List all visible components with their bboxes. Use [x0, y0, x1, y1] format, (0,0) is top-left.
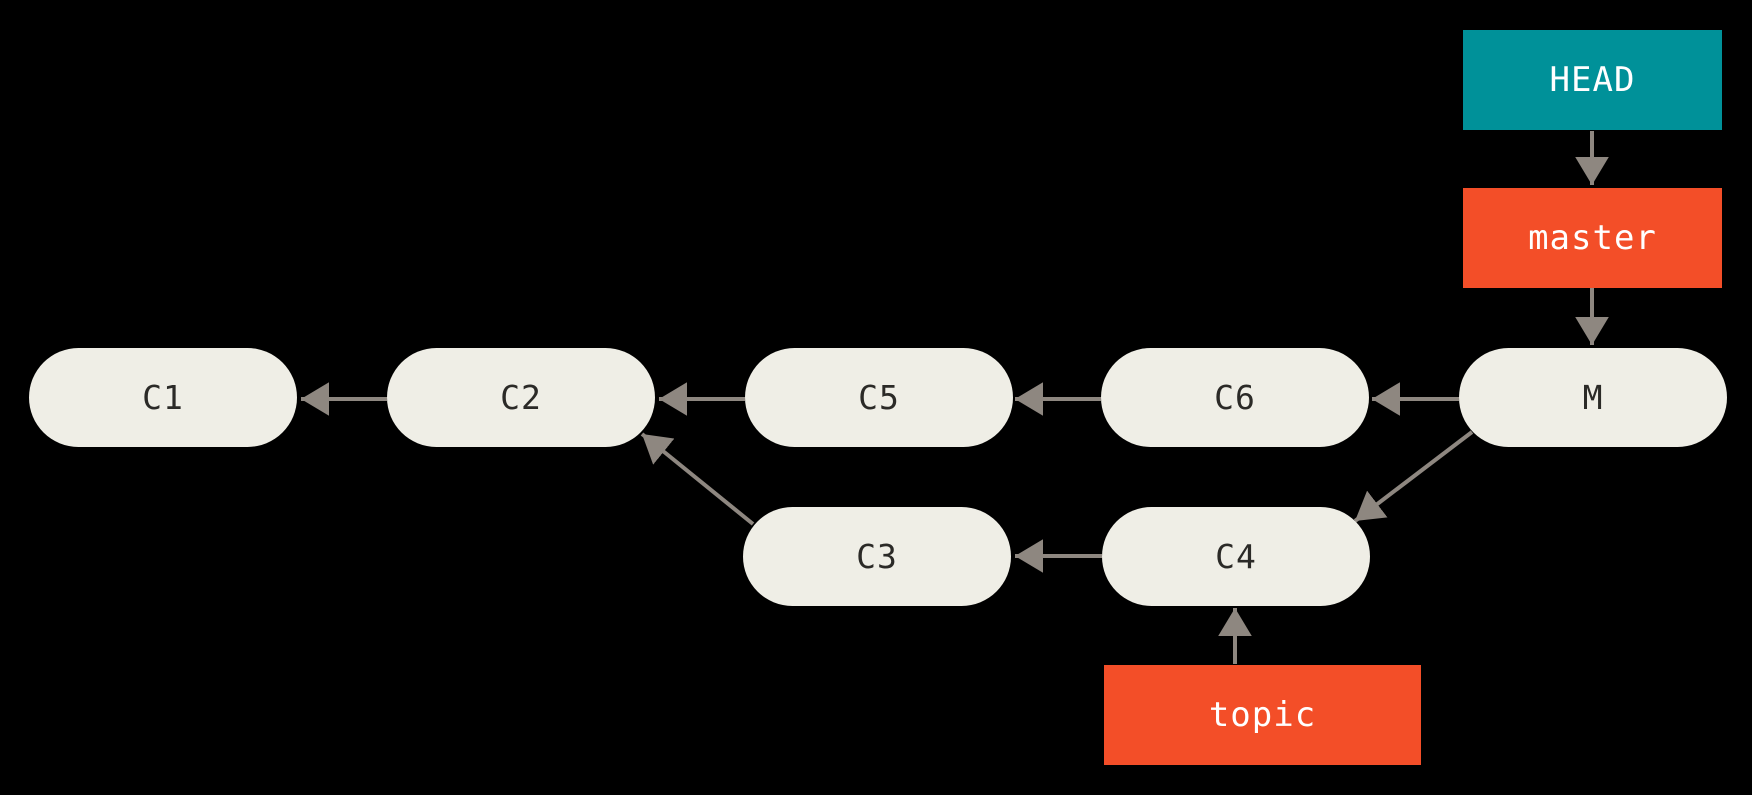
- commit-label-c4: C4: [1215, 537, 1257, 576]
- commit-node-c4: C4: [1102, 507, 1370, 606]
- commit-label-m: M: [1582, 378, 1604, 417]
- ref-box-topic: topic: [1104, 665, 1421, 765]
- commit-label-c1: C1: [142, 378, 184, 417]
- commit-node-c6: C6: [1101, 348, 1369, 447]
- commit-label-c3: C3: [856, 537, 898, 576]
- commit-label-c2: C2: [500, 378, 542, 417]
- ref-box-head: HEAD: [1463, 30, 1722, 130]
- commit-node-c3: C3: [743, 507, 1011, 606]
- ref-box-master: master: [1463, 188, 1722, 288]
- ref-label-master: master: [1528, 218, 1657, 258]
- ref-label-head: HEAD: [1549, 60, 1636, 100]
- edge-m-to-c4-arrow: [1353, 430, 1474, 523]
- commit-node-m: M: [1459, 348, 1727, 447]
- edge-c3-to-c2-arrow: [640, 432, 755, 526]
- commit-label-c5: C5: [858, 378, 900, 417]
- ref-label-topic: topic: [1208, 695, 1317, 735]
- commit-node-c2: C2: [387, 348, 655, 447]
- commit-node-c5: C5: [745, 348, 1013, 447]
- commit-label-c6: C6: [1214, 378, 1256, 417]
- commit-node-c1: C1: [29, 348, 297, 447]
